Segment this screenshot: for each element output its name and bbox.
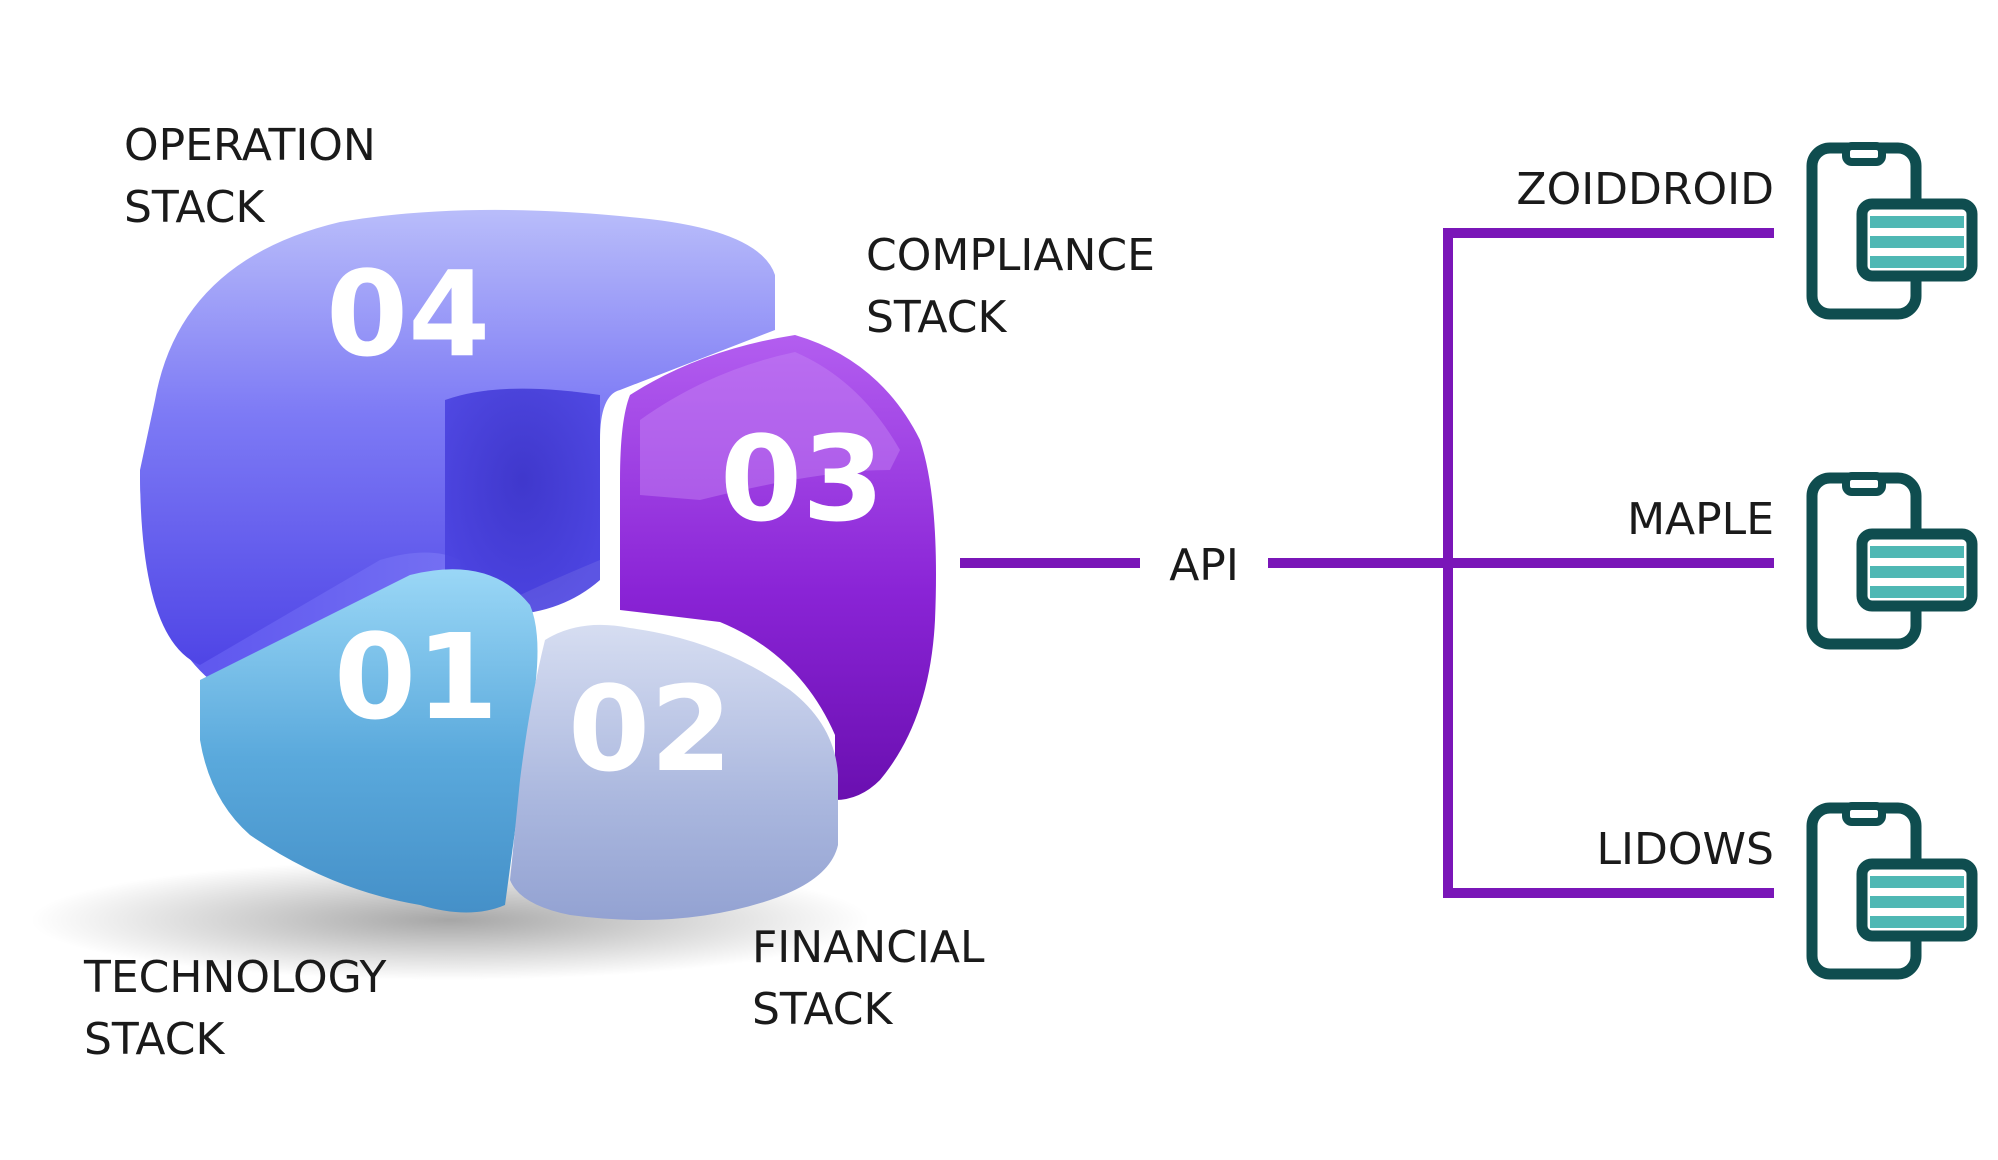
segment-technology-body: [200, 569, 538, 913]
segment-compliance-body: [620, 335, 936, 800]
mobile-payment-icon: [1806, 802, 1978, 980]
financial-label-line1: FINANCIAL: [752, 922, 985, 973]
endpoint-maple-name: MAPLE: [1627, 494, 1774, 545]
segment-technology: [200, 569, 538, 913]
mobile-payment-icon: [1806, 142, 1978, 320]
endpoint-lidows-name: LIDOWS: [1597, 824, 1774, 875]
segment-compliance-highlight: [640, 352, 900, 500]
segment-financial-number: 02: [568, 660, 732, 798]
segment-technology-number: 01: [334, 608, 498, 746]
financial-label-line2: STACK: [752, 984, 893, 1035]
endpoint-zoiddroid-name: ZOIDDROID: [1516, 164, 1774, 215]
mobile-payment-icon: [1806, 472, 1978, 650]
technology-label-line1: TECHNOLOGY: [83, 952, 387, 1003]
compliance-label-line1: COMPLIANCE: [866, 230, 1155, 281]
api-connector: [960, 228, 1774, 898]
technology-label-line2: STACK: [84, 1014, 225, 1065]
segment-compliance: [620, 335, 936, 800]
segment-operation-hole: [445, 388, 600, 615]
compliance-label-line2: STACK: [866, 292, 1007, 343]
operation-label-line2: STACK: [124, 182, 265, 233]
segment-financial: [510, 624, 838, 920]
operation-label-line1: OPERATION: [124, 120, 376, 171]
segment-financial-body: [510, 624, 838, 920]
segment-compliance-number: 03: [720, 410, 884, 548]
api-label: API: [1169, 540, 1239, 591]
segment-operation-number: 04: [326, 245, 490, 383]
